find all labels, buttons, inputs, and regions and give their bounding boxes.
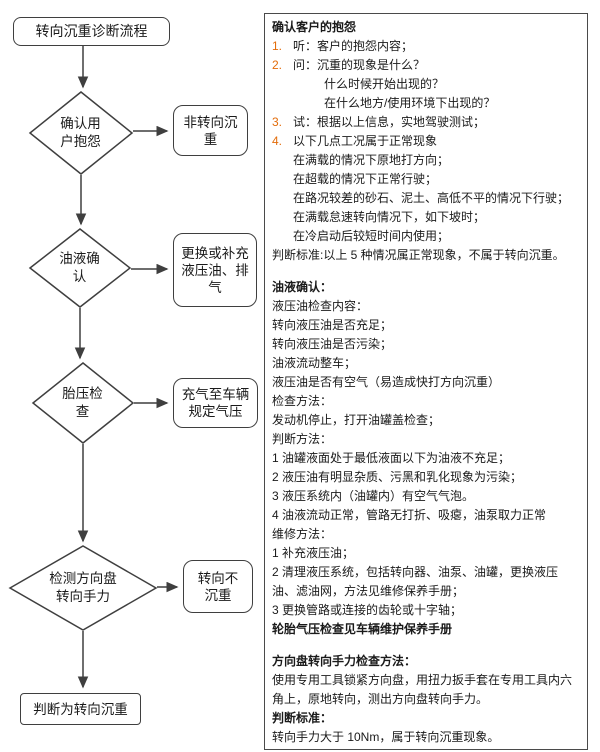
section-title-hand-force: 方向盘转向手力检查方法： xyxy=(272,654,417,668)
criteria-title: 判断标准： xyxy=(272,711,333,725)
text-line: 液压油检查内容： xyxy=(272,299,369,313)
sub-line: 在路况较差的砂石、泥土、高低不平的情况下行驶； xyxy=(293,191,570,205)
decision-diamond-tire-pressure xyxy=(31,362,135,444)
sub-line: 在超载的情况下正常行驶； xyxy=(293,172,438,186)
section-title-confirm-complaint: 确认客户的抱怨 xyxy=(272,20,357,34)
sub-line: 在冷启动后较短时间内使用； xyxy=(293,229,450,243)
list-marker: 2. xyxy=(272,58,283,72)
decision-diamond-fluid-check xyxy=(28,228,132,308)
criteria-text: 转向手力大于 10Nm，属于转向沉重现象。 xyxy=(272,730,500,744)
list-text: 问：沉重的现象是什么？ xyxy=(293,58,426,72)
text-line: 转向液压油是否充足； xyxy=(272,318,393,332)
end-node: 判断为转向沉重 xyxy=(20,693,141,725)
start-node-label: 转向沉重诊断流程 xyxy=(35,23,148,39)
decision-label-tire-pressure: 胎压检查 xyxy=(62,386,103,419)
decision-diamond-hand-force xyxy=(8,545,158,631)
flowchart-shapes xyxy=(8,46,179,689)
sub-line: 在满载的情况下原地打方向； xyxy=(293,153,450,167)
text-line: 4 油液流动正常，管路无打折、吸瘪，油泵取力正常 xyxy=(272,508,547,522)
result-label: 充气至车辆规定气压 xyxy=(181,387,250,419)
flowchart-area: 转向沉重诊断流程 非转向沉重 更换或补充液压油、排气 充气至车辆规定气压 转向不… xyxy=(0,0,264,752)
text-line: 检查方法： xyxy=(272,394,333,408)
tire-pressure-note: 轮胎气压检查见车辆维护保养手册 xyxy=(272,622,453,636)
text-line: 1 补充液压油； xyxy=(272,546,355,560)
criteria-line: 判断标准:以上 5 种情况属正常现象，不属于转向沉重。 xyxy=(272,248,565,262)
result-label: 非转向沉重 xyxy=(183,114,238,147)
result-label: 转向不沉重 xyxy=(197,570,239,603)
text-line: 发动机停止，打开油罐盖检查； xyxy=(272,413,441,427)
end-node-label: 判断为转向沉重 xyxy=(33,701,128,717)
result-label: 更换或补充液压油、排气 xyxy=(181,245,249,295)
section-title-fluid-check: 油液确认： xyxy=(272,280,333,294)
list-item: 4. 以下几点工况属于正常现象 xyxy=(272,132,580,151)
list-item: 3. 试：根据以上信息，实地驾驶测试； xyxy=(272,113,580,132)
text-line: 判断方法： xyxy=(272,432,333,446)
text-line: 1 油罐液面处于最低液面以下为油液不充足； xyxy=(272,451,511,465)
list-item: 1. 听：客户的抱怨内容； xyxy=(272,37,580,56)
list-text: 试：根据以上信息，实地驾驶测试； xyxy=(293,115,486,129)
list-item: 2. 问：沉重的现象是什么？ xyxy=(272,56,580,75)
text-line: 油液流动整车； xyxy=(272,356,357,370)
text-line: 2 清理液压系统，包括转向器、油泵、油罐，更换液压油、滤油网，方法见维修保养手册… xyxy=(272,565,559,598)
result-node-replace-fluid: 更换或补充液压油、排气 xyxy=(173,233,257,307)
result-node-inflate-tire: 充气至车辆规定气压 xyxy=(173,378,258,428)
text-line: 3 液压系统内（油罐内）有空气气泡。 xyxy=(272,489,475,503)
notes-panel: 确认客户的抱怨 1. 听：客户的抱怨内容； 2. 问：沉重的现象是什么？ 什么时… xyxy=(264,13,588,750)
decision-diamond-confirm-complaint xyxy=(28,91,134,175)
result-node-steering-not-heavy: 转向不沉重 xyxy=(183,560,253,613)
start-node: 转向沉重诊断流程 xyxy=(13,17,170,46)
text-line: 液压油是否有空气（易造成快打方向沉重） xyxy=(272,375,501,389)
sub-line: 什么时候开始出现的？ xyxy=(324,77,445,91)
list-marker: 4. xyxy=(272,134,283,148)
list-marker: 1. xyxy=(272,39,283,53)
text-line: 转向液压油是否污染； xyxy=(272,337,393,351)
text-line: 维修方法： xyxy=(272,527,333,541)
decision-label-fluid-check: 油液确认 xyxy=(59,251,100,284)
decision-label-hand-force: 检测方向盘转向手力 xyxy=(49,571,117,604)
text-line: 2 液压油有明显杂质、污黑和乳化现象为污染； xyxy=(272,470,523,484)
list-text: 以下几点工况属于正常现象 xyxy=(293,134,438,148)
decision-label-confirm-complaint: 确认用户抱怨 xyxy=(60,116,101,149)
sub-line: 在满载怠速转向情况下，如下坡时； xyxy=(293,210,486,224)
result-node-not-heavy: 非转向沉重 xyxy=(173,105,248,156)
section-gap xyxy=(272,265,580,278)
sub-line: 在什么地方/使用环境下出现的？ xyxy=(324,96,496,110)
text-line: 3 更换管路或连接的齿轮或十字轴； xyxy=(272,603,463,617)
section-gap xyxy=(272,639,580,652)
list-marker: 3. xyxy=(272,115,283,129)
list-text: 听：客户的抱怨内容； xyxy=(293,39,414,53)
method-body: 使用专用工具锁紧方向盘，用扭力扳手套在专用工具内六角上，原地转向，测出方向盘转向… xyxy=(272,673,573,706)
